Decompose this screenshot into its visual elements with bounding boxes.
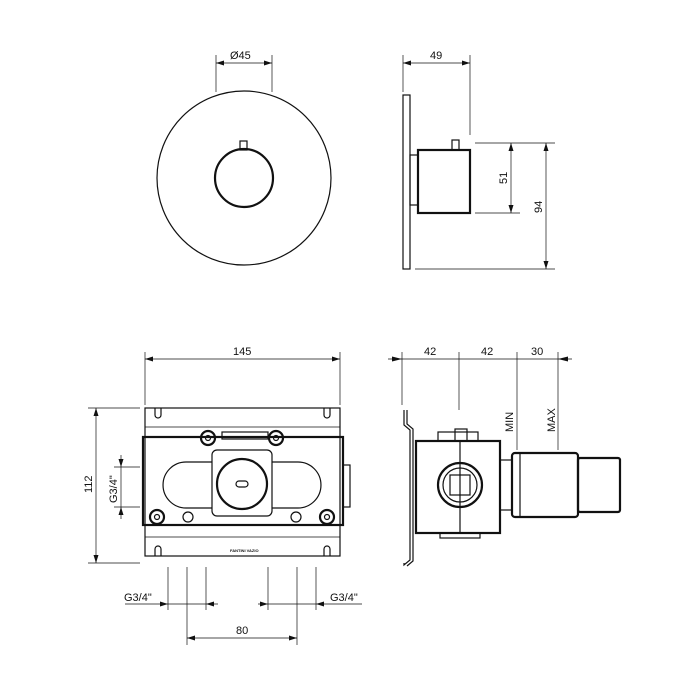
- cover-plate: [156, 90, 332, 266]
- knob-indicator: [239, 140, 248, 151]
- box-width-label: 145: [233, 346, 251, 358]
- mounting-screws: [148, 429, 336, 526]
- depth-2-label: 42: [481, 346, 493, 358]
- mounting-plate: [144, 407, 341, 557]
- bottom-thread-right-label: G3/4": [330, 592, 358, 604]
- front-view: Ø45: [156, 50, 332, 266]
- bottom-thread-left-label: G3/4": [124, 592, 152, 604]
- side-view: 49 51 94: [402, 50, 555, 270]
- cartridge-housing: [211, 449, 273, 517]
- depth-1-label: 42: [424, 346, 436, 358]
- diameter-label: Ø45: [230, 50, 251, 62]
- depth-label: 49: [430, 50, 442, 62]
- side-knob: [416, 148, 472, 215]
- min-label: MIN: [504, 412, 516, 432]
- side-thread-label: G3/4": [108, 475, 120, 503]
- max-label: MAX: [546, 408, 558, 433]
- box-body: [414, 439, 502, 535]
- box-side-view: 42 42 30 MIN MAX: [388, 346, 622, 567]
- bracket: [403, 410, 411, 567]
- logo-badge: [235, 480, 249, 488]
- spindle: [576, 456, 622, 514]
- plate-height-label: 94: [533, 201, 545, 213]
- outlet-port: [436, 461, 484, 509]
- inner-height-label: 51: [498, 172, 510, 184]
- box-height-label: 112: [83, 475, 95, 493]
- depth-3-label: 30: [531, 346, 543, 358]
- knob: [213, 147, 275, 209]
- box-front-view: 145 FANTINI VAZIO 112: [83, 346, 362, 645]
- bottom-spacing-label: 80: [236, 625, 248, 637]
- cartridge: [510, 451, 580, 519]
- side-plate: [402, 94, 411, 270]
- brand-stamp: FANTINI VAZIO: [230, 548, 259, 553]
